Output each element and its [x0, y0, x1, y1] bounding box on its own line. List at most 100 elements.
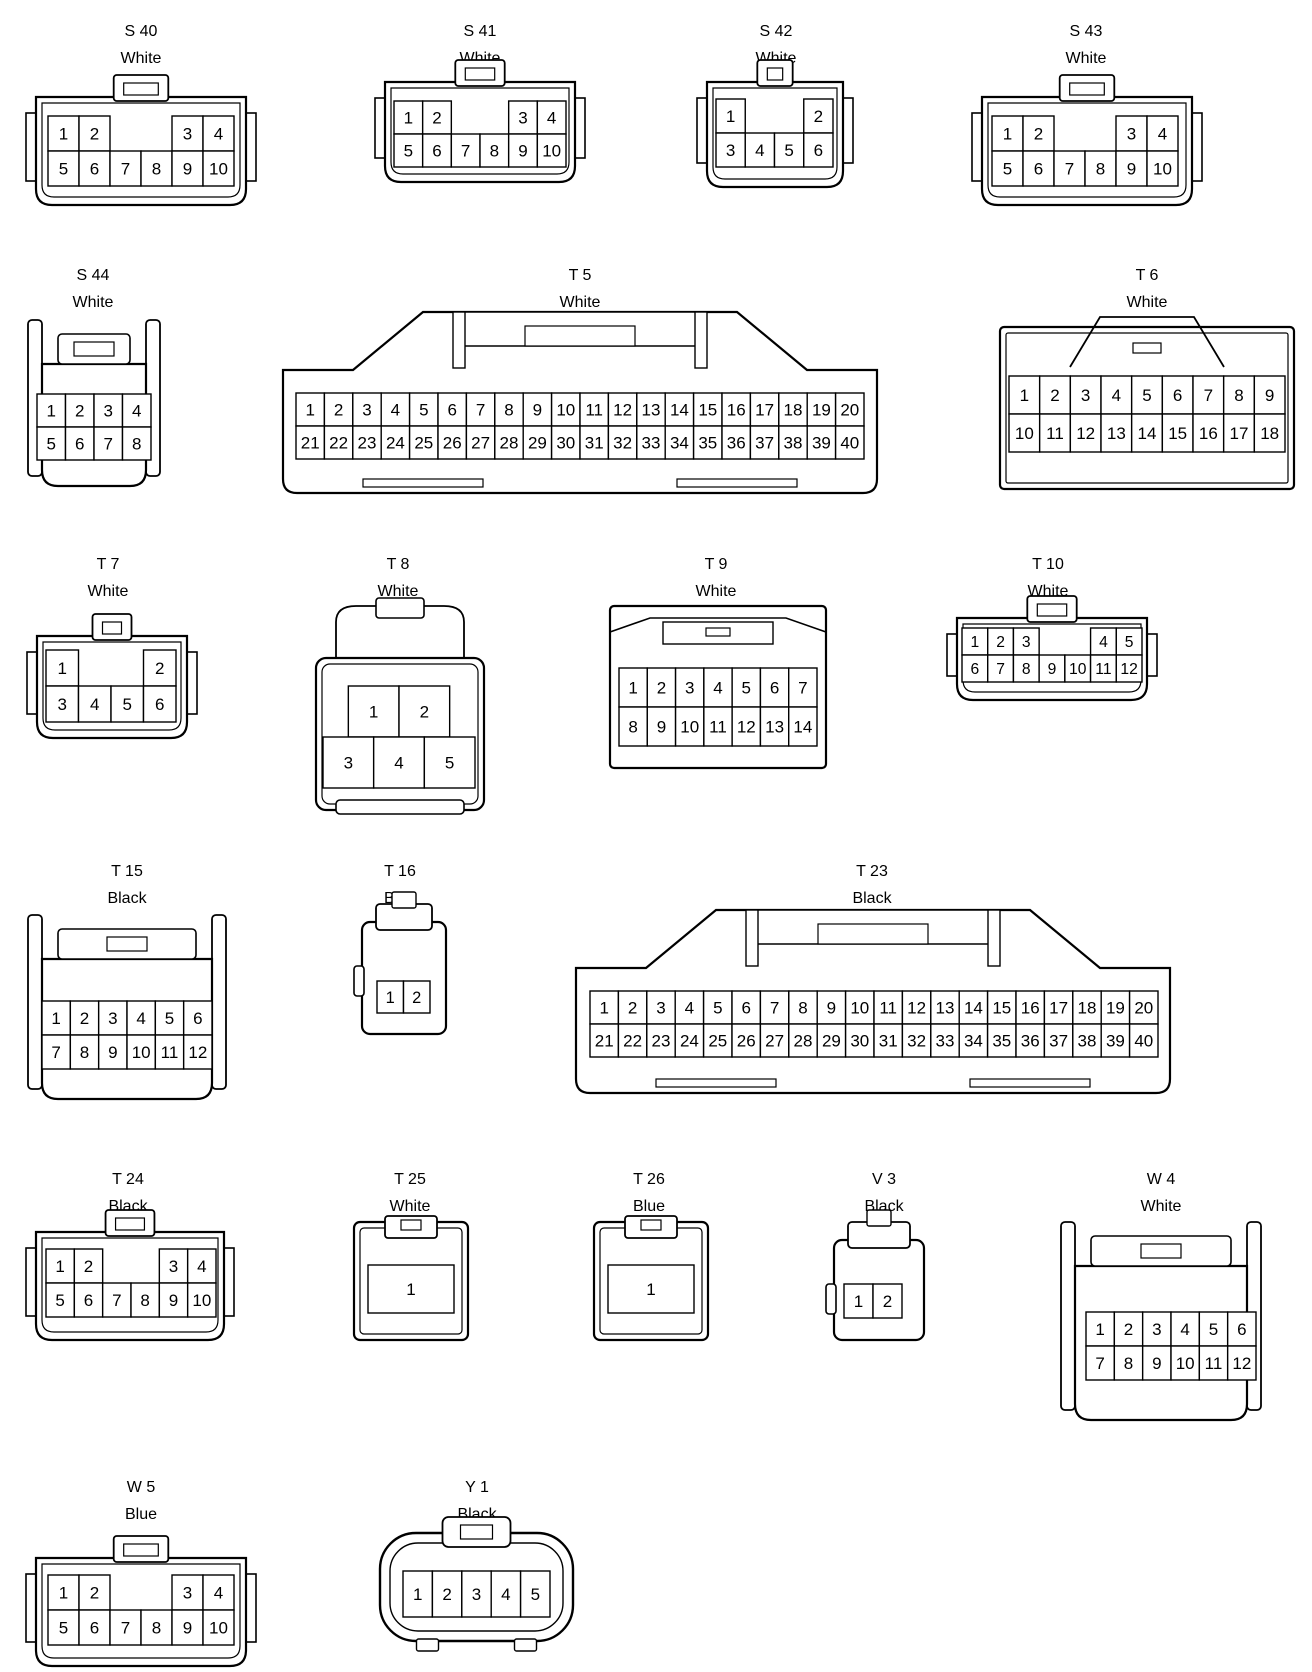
pin-number: 3	[472, 1585, 481, 1604]
connector-id: W 4	[1147, 1171, 1176, 1188]
pin-number: 1	[386, 989, 395, 1007]
pin-cell	[182, 1034, 213, 1070]
pin-number: 13	[765, 718, 784, 737]
side-rib	[25, 1573, 37, 1643]
pin-number: 2	[996, 634, 1005, 651]
pin-cell	[536, 133, 567, 168]
lock-tab	[524, 325, 636, 347]
pin-number: 7	[51, 1043, 60, 1062]
connector-id: T 15	[111, 863, 143, 880]
pin-cell	[171, 1574, 204, 1611]
side-rib	[245, 1573, 257, 1643]
pin-number: 6	[193, 1009, 202, 1028]
pin-cell	[1100, 990, 1131, 1025]
connector-id: T 9	[705, 556, 728, 573]
pin-number: 6	[770, 679, 779, 698]
base-rib	[362, 478, 484, 488]
lock-tab	[705, 627, 731, 637]
pin-cell	[121, 393, 152, 428]
pin-number: 17	[755, 401, 774, 420]
side-rib	[245, 112, 257, 182]
pin-cell	[778, 392, 808, 427]
pin-number: 26	[737, 1032, 756, 1051]
connector-housing	[281, 310, 879, 495]
pin-cell	[991, 150, 1024, 187]
pin-number: 4	[1158, 125, 1167, 144]
base-rib	[415, 1638, 440, 1652]
lock-latch	[375, 597, 425, 619]
pin-cell	[1069, 375, 1102, 415]
pin-number: 11	[1095, 661, 1111, 678]
pin-cell	[749, 425, 780, 460]
pin-cell	[536, 100, 567, 135]
pin-cell	[461, 1570, 492, 1618]
pin-cell	[646, 706, 677, 747]
base-rib	[969, 1078, 1091, 1088]
pin-number: 3	[183, 125, 192, 144]
connector-color-label: Blue	[633, 1198, 665, 1215]
pin-number: 1	[413, 1585, 422, 1604]
pin-number: 6	[155, 695, 164, 714]
pin-number: 3	[104, 402, 113, 421]
pin-number: 23	[652, 1032, 671, 1051]
connector-id: S 43	[1070, 23, 1103, 40]
connector-color-label: Black	[107, 890, 147, 907]
connector-id: Y 1	[465, 1479, 489, 1496]
pin-number: 9	[1048, 661, 1057, 678]
pin-cell	[437, 425, 468, 460]
pin-cell	[182, 1000, 213, 1036]
connector-id: T 6	[1136, 267, 1159, 284]
connector-id: S 42	[760, 23, 793, 40]
lock-tab	[1140, 1243, 1182, 1259]
pin-number: 6	[432, 142, 441, 161]
pin-number: 25	[414, 434, 433, 453]
pin-number: 8	[504, 401, 513, 420]
pin-cell	[816, 1023, 847, 1058]
pin-cell	[380, 392, 411, 427]
pin-number: 8	[152, 160, 161, 179]
pin-cell	[398, 685, 451, 738]
lock-tab	[101, 621, 123, 635]
pin-cell	[1022, 115, 1055, 152]
pin-number: 6	[90, 1619, 99, 1638]
pin-number: 36	[727, 434, 746, 453]
pin-number: 1	[55, 1257, 64, 1276]
pin-number: 27	[765, 1032, 784, 1051]
base-rib	[676, 478, 798, 488]
pin-number: 9	[183, 1619, 192, 1638]
pin-number: 37	[755, 434, 774, 453]
connector-id: W 5	[127, 1479, 156, 1496]
pin-number: 1	[628, 679, 637, 698]
pin-number: 7	[1065, 160, 1074, 179]
pin-cell	[507, 133, 539, 168]
pin-cell	[130, 1282, 161, 1318]
side-rib	[825, 1283, 837, 1315]
pin-cell	[450, 133, 481, 168]
pin-number: 5	[165, 1009, 174, 1028]
lock-tab	[1132, 342, 1162, 354]
pin-cell	[1084, 150, 1117, 187]
pin-cell	[1222, 413, 1256, 453]
pin-number: 1	[404, 109, 413, 128]
connector-housing	[34, 95, 248, 207]
pin-cell	[171, 115, 204, 152]
pin-number: 4	[547, 109, 556, 128]
connector: T 16Blue12	[353, 863, 448, 1036]
pin-number: 18	[1078, 999, 1097, 1018]
connector-housing	[34, 1556, 248, 1668]
pin-cell	[1226, 1345, 1257, 1381]
housing-divider	[987, 909, 1001, 967]
pin-cell	[1141, 1345, 1172, 1381]
guide-rail	[27, 914, 43, 1090]
pin-number: 4	[197, 1257, 206, 1276]
pin-cell	[646, 990, 676, 1025]
pin-number: 25	[708, 1032, 727, 1051]
